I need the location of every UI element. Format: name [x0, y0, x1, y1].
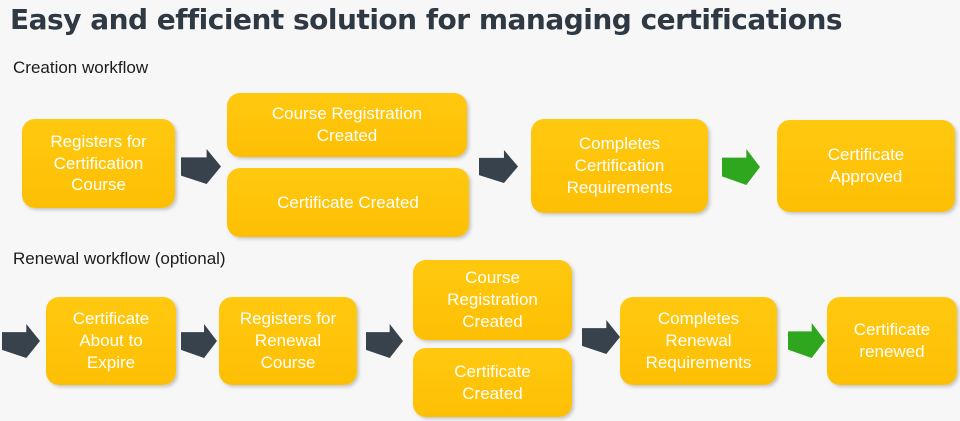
node-renewal-certificate-created: Certificate Created: [413, 348, 572, 417]
node-renewal-course-registration-created: Course Registration Created: [413, 260, 572, 340]
green-arrow-icon: [788, 323, 825, 358]
node-completes-renewal-requirements: Completes Renewal Requirements: [620, 297, 777, 385]
node-certificate-about-to-expire: Certificate About to Expire: [46, 297, 176, 385]
node-course-registration-created: Course Registration Created: [227, 93, 467, 157]
dark-arrow-icon: [181, 149, 221, 184]
dark-arrow-icon: [2, 324, 40, 358]
dark-arrow-icon: [366, 324, 403, 358]
node-registers-for-renewal-course: Registers for Renewal Course: [219, 297, 357, 385]
node-certificate-approved: Certificate Approved: [777, 120, 955, 212]
node-certificate-created: Certificate Created: [227, 168, 469, 237]
creation-workflow-label: Creation workflow: [13, 58, 149, 77]
green-arrow-icon: [722, 149, 760, 185]
node-registers-for-certification-course: Registers for Certification Course: [22, 119, 175, 208]
dark-arrow-icon: [479, 150, 518, 183]
node-certificate-renewed: Certificate renewed: [827, 297, 957, 385]
dark-arrow-icon: [582, 320, 620, 354]
node-completes-certification-requirements: Completes Certification Requirements: [531, 119, 708, 213]
dark-arrow-icon: [181, 324, 217, 358]
renewal-workflow-label: Renewal workflow (optional): [13, 249, 226, 268]
page-title: Easy and efficient solution for managing…: [10, 3, 843, 36]
